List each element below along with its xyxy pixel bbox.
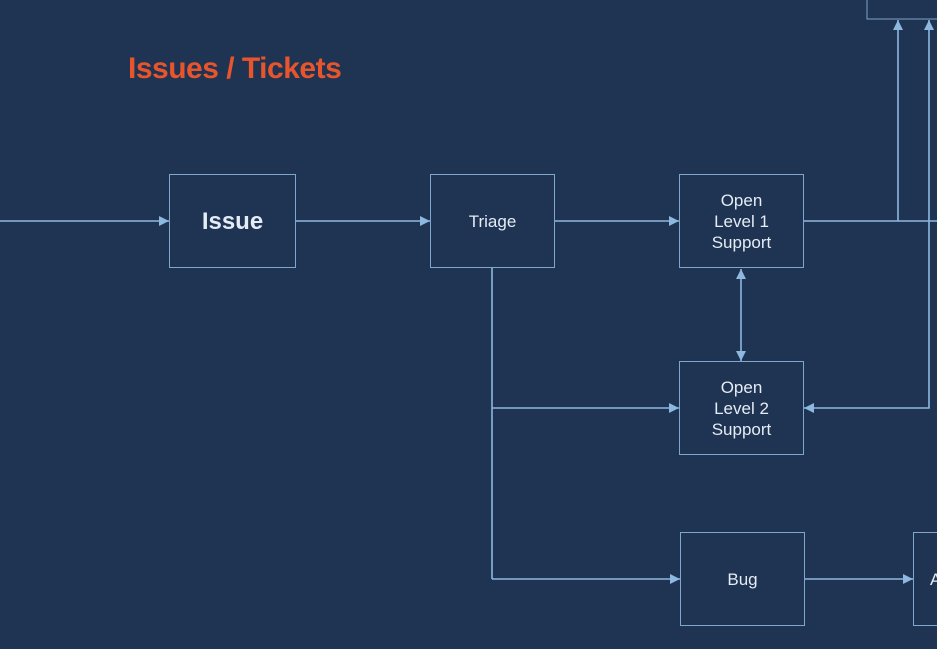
node-offscreen-right-label: A: [930, 569, 937, 590]
offscreen-top-box: [866, 0, 937, 20]
diagram-title: Issues / Tickets: [128, 52, 342, 85]
node-open-level-2[interactable]: Open Level 2 Support: [679, 361, 804, 455]
node-open-level-1-label: Open Level 1 Support: [711, 190, 772, 252]
node-open-level-1[interactable]: Open Level 1 Support: [679, 174, 804, 268]
node-triage[interactable]: Triage: [430, 174, 555, 268]
edge-return-to-level2: [804, 20, 934, 413]
node-triage-label: Triage: [468, 211, 517, 231]
node-offscreen-right[interactable]: A: [913, 532, 937, 626]
node-bug[interactable]: Bug: [680, 532, 805, 626]
node-open-level-2-label: Open Level 2 Support: [711, 377, 772, 439]
node-bug-label: Bug: [727, 569, 758, 589]
node-issue[interactable]: Issue: [169, 174, 296, 268]
node-issue-label: Issue: [201, 207, 264, 235]
